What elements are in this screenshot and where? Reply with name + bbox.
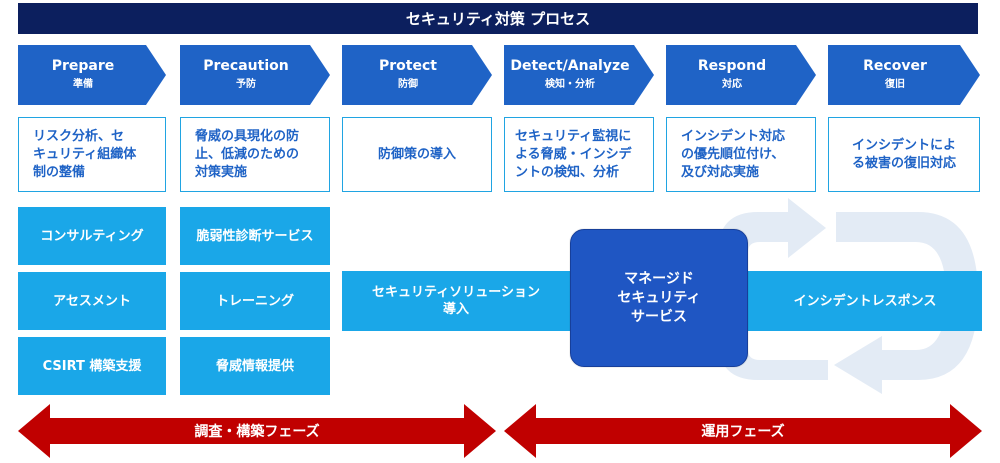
phase-label-investigation: 調査・構築フェーズ	[194, 424, 320, 440]
service-csirt-support: CSIRT 構築支援	[18, 337, 166, 395]
service-label: インシデントレスポンス	[793, 293, 937, 309]
phase-label-en: Protect	[379, 58, 437, 74]
phase-label-ja: 防御	[398, 79, 418, 90]
service-label: 導入	[442, 302, 469, 317]
service-label: トレーニング	[215, 293, 294, 309]
service-managed-security: マネージド セキュリティ サービス	[570, 229, 748, 367]
service-label: マネージド	[624, 270, 694, 287]
service-incident-response: インシデントレスポンス	[748, 271, 982, 331]
phase-label-ja: 予防	[236, 79, 256, 90]
phase-description-detect-analyze: セキュリティ監視に よる脅威・インシデ ントの検知、分析	[504, 117, 654, 192]
phase-label-en: Precaution	[203, 58, 289, 74]
description-line: 及び対応実施	[681, 164, 760, 180]
description-line: セキュリティ監視に	[515, 128, 632, 144]
description-line: る被害の復旧対応	[851, 155, 956, 171]
service-label: サービス	[631, 308, 687, 325]
phase-chevron-detect-analyze: Detect/Analyze 検知・分析	[504, 45, 654, 105]
service-label: 脅威情報提供	[215, 358, 294, 374]
phase-arrow-investigation	[18, 404, 496, 458]
service-threat-intelligence: 脅威情報提供	[180, 337, 330, 395]
phase-chevron-prepare: Prepare 準備	[18, 45, 166, 105]
description-line: ントの検知、分析	[515, 164, 620, 180]
phase-label-ja: 検知・分析	[545, 79, 595, 90]
description-line: 脅威の具現化の防	[195, 128, 300, 144]
page-title: セキュリティ対策 プロセス	[18, 3, 978, 34]
service-label: アセスメント	[53, 293, 131, 309]
phase-arrow-operation	[504, 404, 982, 458]
phase-label-en: Detect/Analyze	[510, 58, 630, 74]
service-label: CSIRT 構築支援	[42, 358, 142, 374]
phase-description-recover: インシデントによ る被害の復旧対応	[828, 117, 980, 192]
description-line: の優先順位付け、	[681, 146, 785, 162]
description-line: 対策実施	[195, 164, 248, 180]
service-label: コンサルティング	[40, 228, 144, 244]
description-line: 防御策の導入	[377, 146, 456, 162]
phase-chevron-recover: Recover 復旧	[828, 45, 980, 105]
phase-label-ja: 準備	[73, 79, 93, 90]
phase-description-prepare: リスク分析、セ キュリティ組織体 制の整備	[18, 117, 166, 192]
phase-chevron-precaution: Precaution 予防	[180, 45, 330, 105]
description-line: インシデントによ	[851, 137, 956, 153]
phase-label-operation: 運用フェーズ	[701, 424, 785, 440]
service-security-solution: セキュリティソリューション 導入	[342, 271, 570, 331]
service-label: 脆弱性診断サービス	[196, 228, 314, 244]
phase-label-en: Recover	[863, 58, 927, 74]
service-label: セキュリティソリューション	[372, 285, 540, 300]
phase-label-ja: 復旧	[885, 79, 905, 90]
description-line: よる脅威・インシデ	[515, 146, 632, 162]
phase-description-precaution: 脅威の具現化の防 止、低減のための 対策実施	[180, 117, 330, 192]
description-line: 制の整備	[33, 164, 86, 180]
phase-chevron-respond: Respond 対応	[666, 45, 816, 105]
phase-description-respond: インシデント対応 の優先順位付け、 及び対応実施	[666, 117, 816, 192]
phase-chevron-protect: Protect 防御	[342, 45, 492, 105]
phase-label-en: Prepare	[51, 58, 115, 74]
service-assessment: アセスメント	[18, 272, 166, 330]
description-line: キュリティ組織体	[33, 146, 137, 162]
service-training: トレーニング	[180, 272, 330, 330]
service-label: セキュリティ	[617, 289, 701, 306]
phase-label-ja: 対応	[722, 79, 742, 90]
description-line: リスク分析、セ	[33, 128, 125, 144]
phase-label-en: Respond	[697, 58, 767, 74]
description-line: 止、低減のための	[195, 146, 300, 162]
service-vulnerability-assessment: 脆弱性診断サービス	[180, 207, 330, 265]
description-line: インシデント対応	[681, 128, 786, 144]
service-consulting: コンサルティング	[18, 207, 166, 265]
phase-description-protect: 防御策の導入	[342, 117, 492, 192]
